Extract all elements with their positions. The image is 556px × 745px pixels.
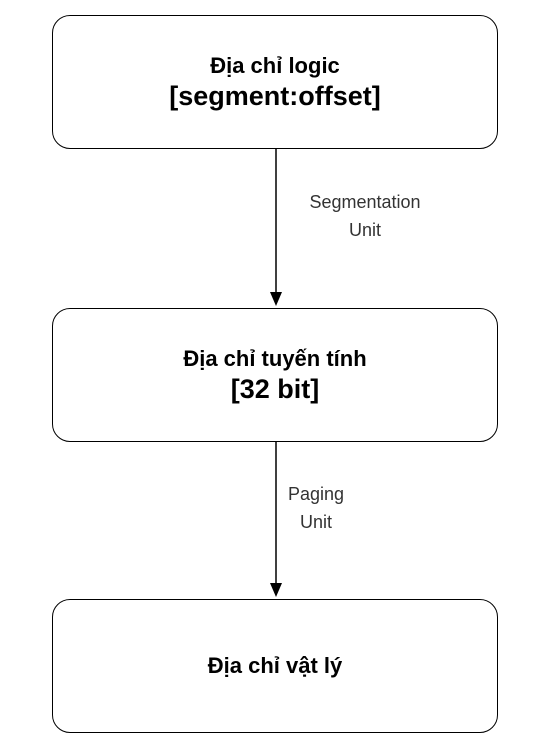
arrow-segmentation	[270, 149, 282, 306]
paging-label-line2: Unit	[299, 512, 332, 532]
segmentation-unit-label: Segmentation Unit	[280, 188, 450, 244]
linear-address-subtitle: [32 bit]	[230, 374, 320, 404]
paging-label-line1: Paging	[287, 484, 345, 504]
physical-address-node: Địa chỉ vật lý	[52, 599, 498, 733]
logical-address-title: Địa chỉ logic	[210, 53, 340, 78]
physical-address-title: Địa chỉ vật lý	[207, 653, 343, 678]
segmentation-label-line1: Segmentation	[309, 192, 421, 212]
arrow-paging	[270, 442, 282, 597]
linear-address-title: Địa chỉ tuyến tính	[183, 346, 367, 371]
logical-address-subtitle: [segment:offset]	[169, 81, 381, 111]
paging-unit-label: Paging Unit	[266, 480, 366, 536]
logical-address-node: Địa chỉ logic [segment:offset]	[52, 15, 498, 149]
segmentation-label-line2: Unit	[348, 220, 381, 240]
linear-address-node: Địa chỉ tuyến tính [32 bit]	[52, 308, 498, 442]
